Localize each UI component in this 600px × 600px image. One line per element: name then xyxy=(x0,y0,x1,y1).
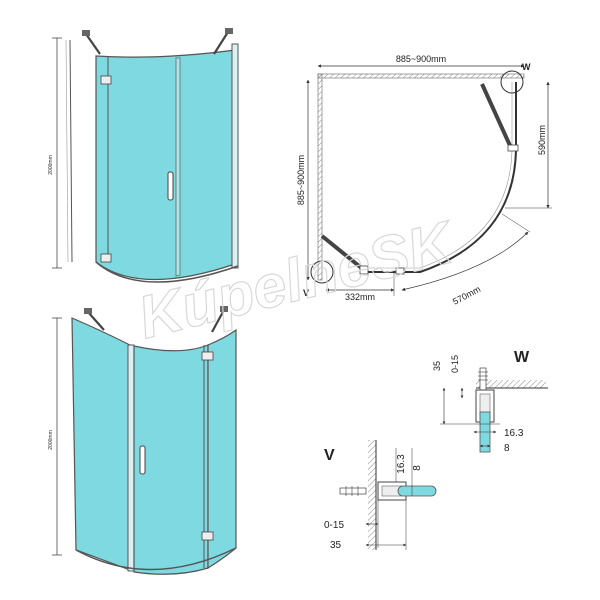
elevation-top: 2000mm xyxy=(48,28,239,283)
stabilizer-bar xyxy=(211,309,225,333)
plan-width-label: 885~900mm xyxy=(396,54,446,64)
detail-v-callout xyxy=(310,260,334,284)
plan-arc-label: 570mm xyxy=(451,284,482,307)
hinge-icon xyxy=(201,351,214,361)
height-label-top: 2000mm xyxy=(48,155,54,174)
door-handle-top xyxy=(167,171,174,201)
plan-depth-label: 885~900mm xyxy=(296,155,306,205)
stabilizer-bar xyxy=(85,33,101,55)
detail-v: V 16.3 8 0-15 35 xyxy=(324,440,437,551)
detail-w-dim-8: 8 xyxy=(504,443,510,454)
detail-v-dim-16-3: 16.3 xyxy=(396,454,407,474)
height-label-bottom: 2000mm xyxy=(48,430,54,449)
hinge-icon xyxy=(201,531,214,541)
plan-bottom-segment-label: 332mm xyxy=(345,292,375,302)
stabilizer-bar xyxy=(87,311,105,331)
detail-w-dim-35: 35 xyxy=(432,361,442,371)
detail-v-dim-35: 35 xyxy=(330,540,342,551)
plan-side-label: 590mm xyxy=(537,125,547,155)
detail-w-callout xyxy=(500,70,524,94)
detail-v-dim-0-15: 0-15 xyxy=(324,520,344,531)
detail-w-dim-0-15: 0-15 xyxy=(450,355,460,373)
detail-v-marker: V xyxy=(303,288,309,298)
hinge-icon xyxy=(100,75,112,85)
detail-w: W 35 0-15 16.3 8 xyxy=(432,349,548,454)
detail-w-title: W xyxy=(514,349,530,366)
glass-panel-top xyxy=(95,49,236,281)
detail-v-title: V xyxy=(324,447,335,464)
glass-panel-left xyxy=(71,317,131,571)
detail-w-marker: W xyxy=(522,62,531,72)
hinge-icon xyxy=(100,253,112,263)
stabilizer-bar xyxy=(213,31,229,55)
door-handle-bottom xyxy=(139,445,146,475)
detail-v-dim-8: 8 xyxy=(412,465,423,471)
elevation-bottom: 2000mm xyxy=(48,306,237,575)
detail-w-dim-16-3: 16.3 xyxy=(504,428,524,439)
